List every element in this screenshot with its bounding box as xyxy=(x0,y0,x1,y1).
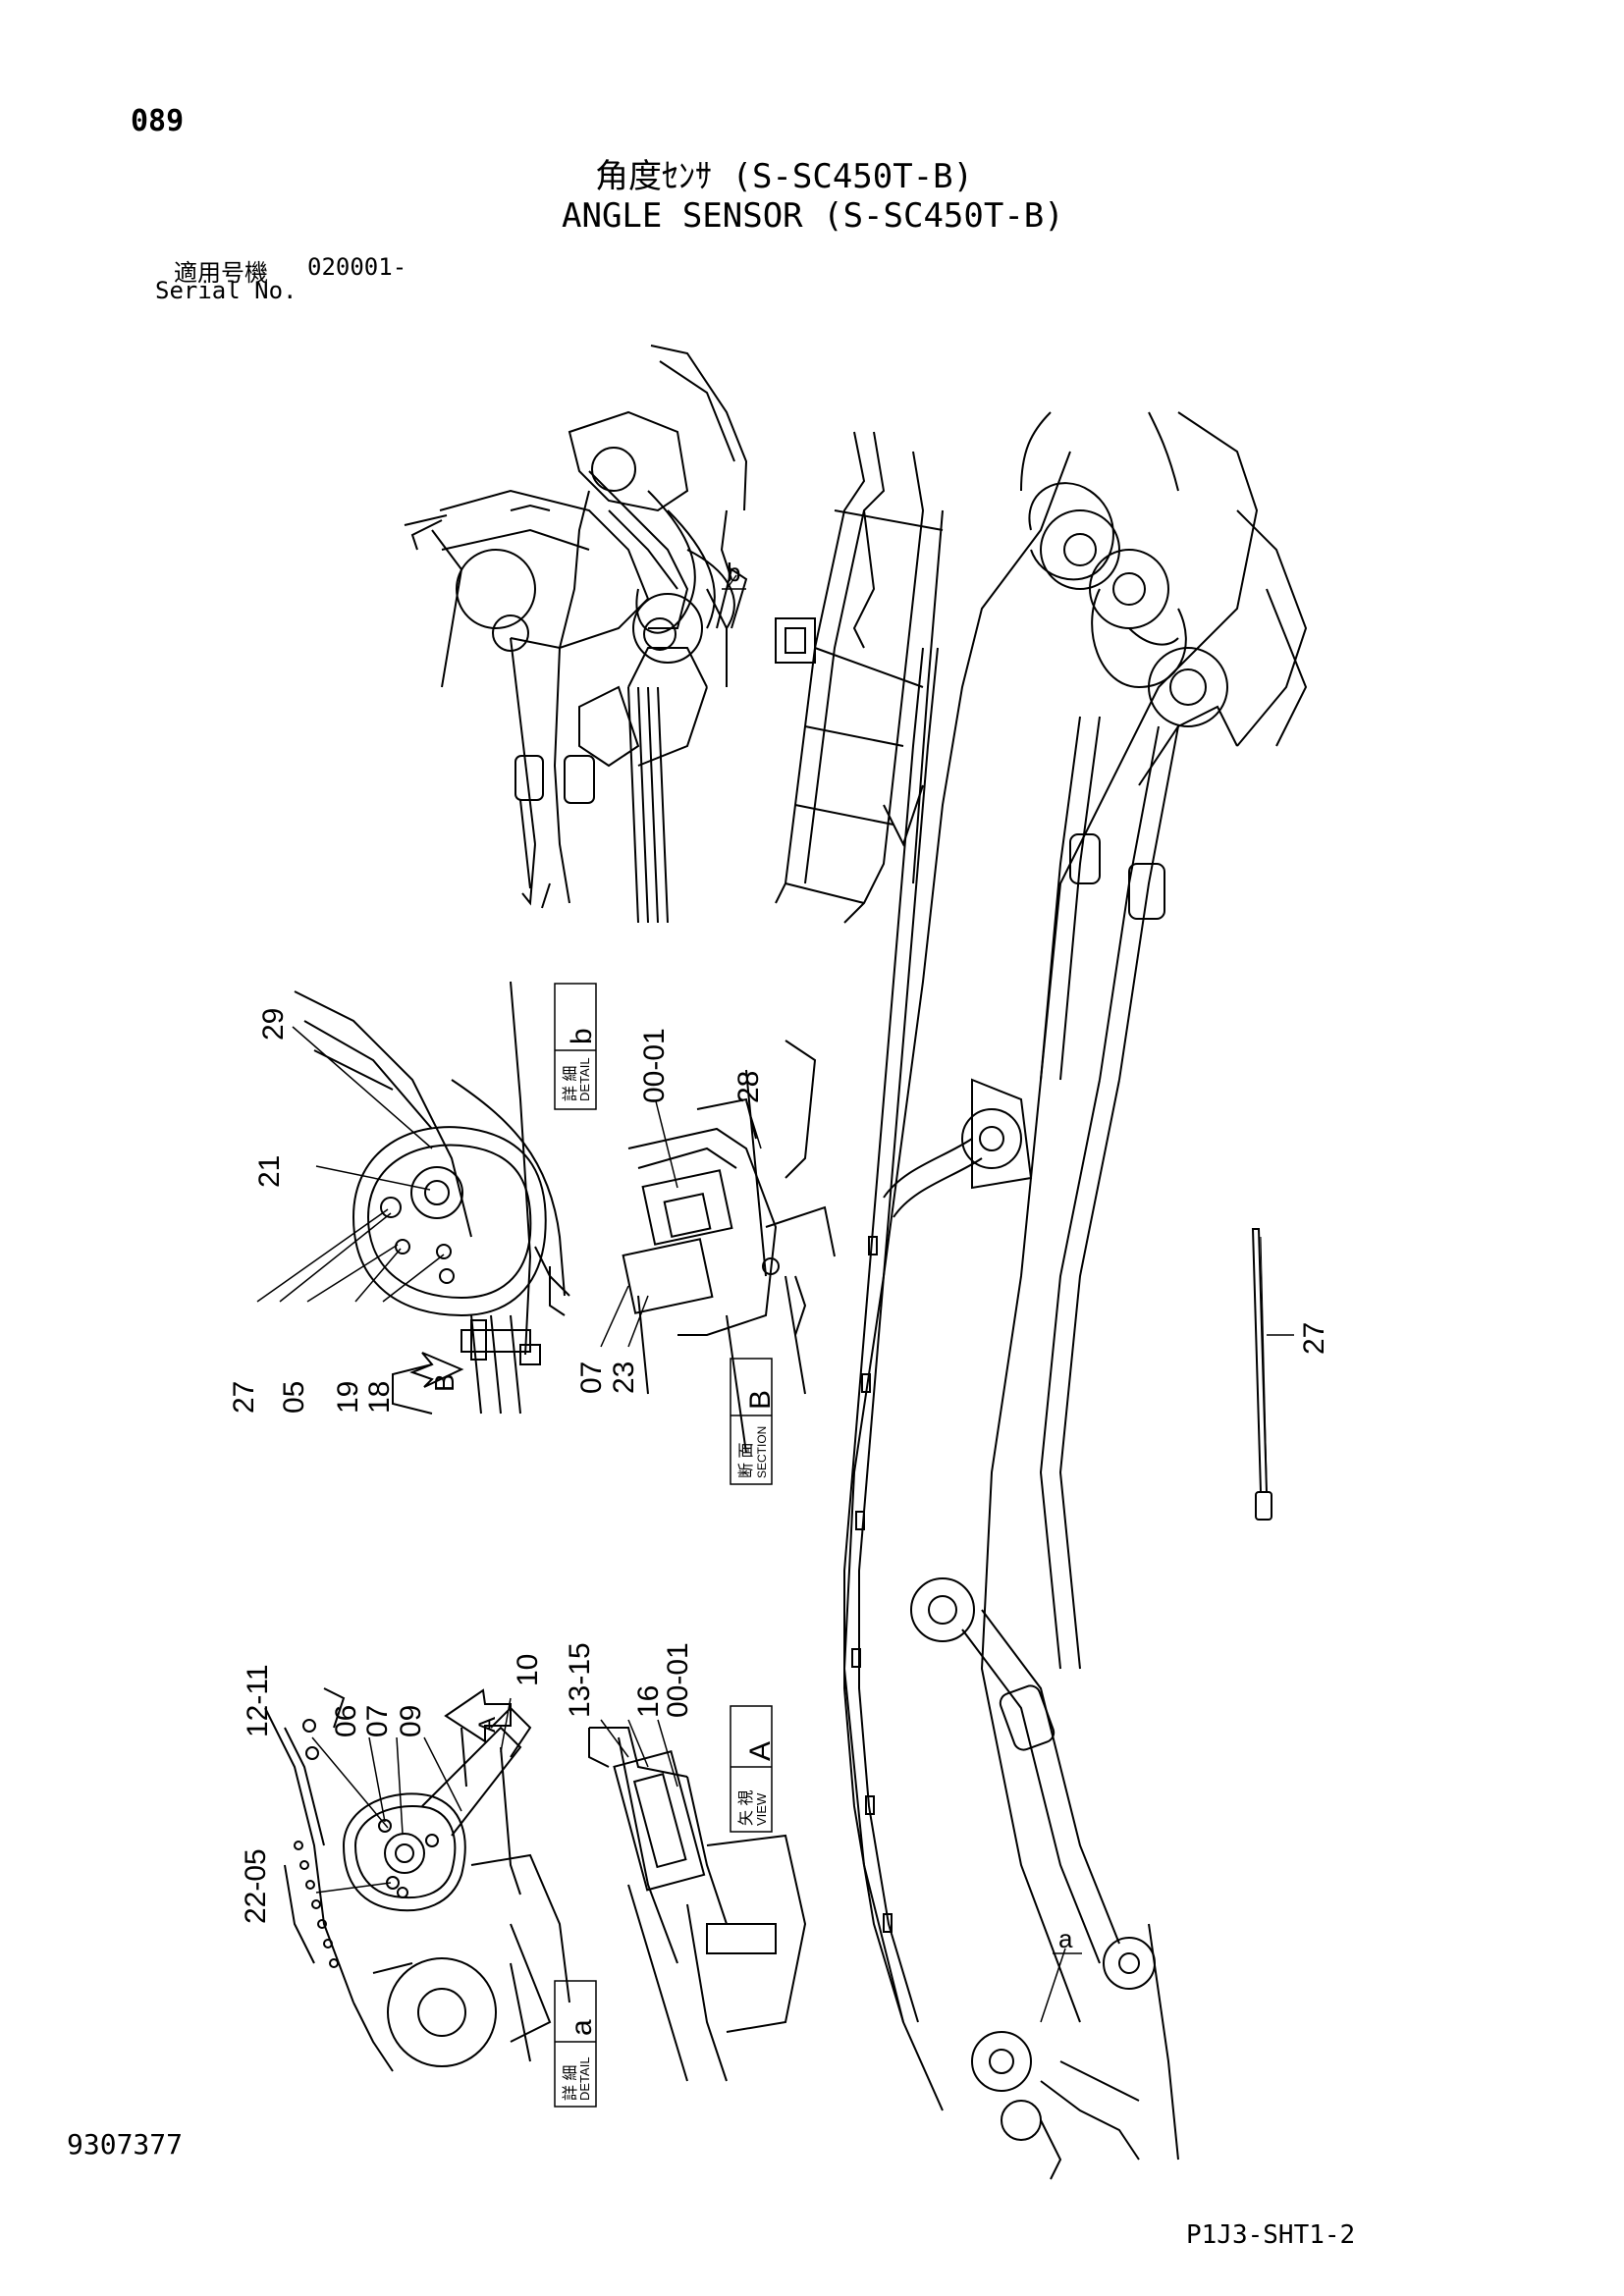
cable-tie-drawing xyxy=(1251,1228,1294,1521)
detail-b-drawing xyxy=(294,981,570,1415)
detail-a-letter: a xyxy=(566,2019,598,2036)
part-07-section-b: 07 xyxy=(575,1362,608,1394)
section-b-drawing xyxy=(622,1040,836,1454)
part-19: 19 xyxy=(332,1381,364,1414)
callout-a: a xyxy=(1058,1924,1073,1953)
part-00-01-section-b: 00-01 xyxy=(638,1028,671,1103)
detail-a-leaders xyxy=(311,1697,512,1894)
part-09: 09 xyxy=(395,1705,427,1737)
part-06: 06 xyxy=(330,1705,362,1737)
arrow-a-shape xyxy=(444,1688,512,1743)
arrow-a-label: A xyxy=(474,1717,501,1733)
part-18: 18 xyxy=(363,1381,396,1414)
serial-label-en: Serial No. xyxy=(155,277,298,304)
part-10: 10 xyxy=(512,1654,544,1686)
section-b-en: SECTION xyxy=(755,1426,769,1478)
section-b-letter: B xyxy=(744,1390,777,1410)
detail-b-leaders xyxy=(256,1026,445,1303)
arrow-b-shape xyxy=(409,1352,464,1388)
arrow-b-label: B xyxy=(429,1373,460,1392)
sheet-code: P1J3-SHT1-2 xyxy=(1186,2220,1356,2250)
main-boom-drawing xyxy=(842,411,1308,2180)
part-13-15: 13-15 xyxy=(564,1642,596,1718)
serial-value: 020001- xyxy=(307,253,407,281)
boom-top-section-drawing xyxy=(775,431,944,924)
document-number: 9307377 xyxy=(67,2128,184,2161)
part-16: 16 xyxy=(632,1685,665,1718)
view-a-en: VIEW xyxy=(754,1792,769,1826)
view-a-leaders xyxy=(600,1719,678,1788)
part-29: 29 xyxy=(257,1008,290,1041)
detail-a-jp: 詳 細 xyxy=(562,2065,579,2101)
section-b-jp: 断 面 xyxy=(737,1443,755,1478)
detail-a-en: DETAIL xyxy=(577,2056,592,2101)
section-b-label-box xyxy=(730,1358,773,1485)
callouts xyxy=(722,574,1082,2023)
detail-a-drawing xyxy=(264,1687,570,2072)
view-a-jp: 矢 視 xyxy=(737,1790,755,1826)
title-english: ANGLE SENSOR (S-SC450T-B) xyxy=(562,196,1064,236)
part-23: 23 xyxy=(608,1362,640,1394)
detail-b-en: DETAIL xyxy=(577,1057,592,1101)
part-22-05: 22-05 xyxy=(240,1848,272,1924)
part-27-cable-tie: 27 xyxy=(1298,1322,1330,1355)
part-21: 21 xyxy=(253,1155,286,1188)
view-a-letter: A xyxy=(744,1741,777,1761)
part-00-01-view-a: 00-01 xyxy=(662,1642,694,1718)
view-a-drawing xyxy=(588,1727,807,2082)
title-japanese: 角度ｾﾝｻ (S-SC450T-B) xyxy=(595,157,974,196)
section-b-leaders xyxy=(600,1100,762,1348)
view-a-label-box xyxy=(730,1705,773,1833)
detail-b-jp: 詳 細 xyxy=(562,1066,579,1101)
detail-a-label-box xyxy=(554,1980,597,2108)
part-05: 05 xyxy=(278,1381,310,1414)
part-12-11: 12-11 xyxy=(242,1664,274,1737)
part-28: 28 xyxy=(732,1071,765,1103)
detail-b-letter: b xyxy=(566,1028,598,1044)
top-boom-foot-drawing xyxy=(404,345,748,924)
part-07-detail-a: 07 xyxy=(361,1705,394,1737)
part-27-detail-b: 27 xyxy=(228,1381,260,1414)
serial-label-jp: 適用号機 xyxy=(174,259,268,287)
page-number: 089 xyxy=(131,104,185,138)
callout-b: b xyxy=(727,558,740,587)
detail-b-label-box xyxy=(554,983,597,1110)
